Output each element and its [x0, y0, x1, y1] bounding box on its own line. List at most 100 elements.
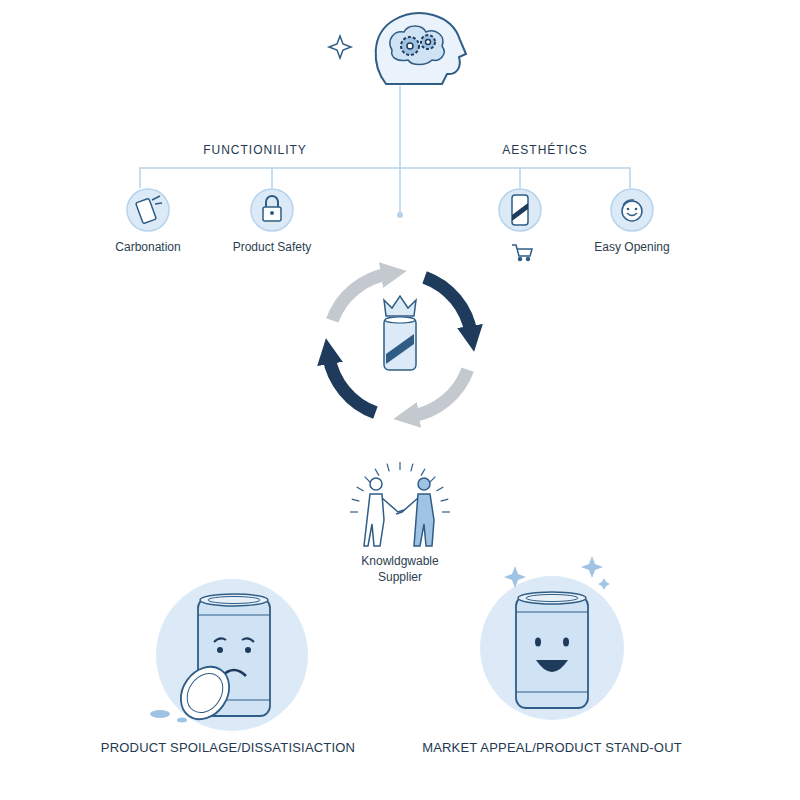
glow-ray — [436, 487, 443, 491]
standout-can — [535, 638, 541, 647]
crowned-can — [385, 317, 415, 323]
tree-lines — [519, 168, 521, 188]
handshake-figures — [364, 478, 434, 546]
glow-rays — [350, 462, 450, 512]
glow-ray — [411, 464, 413, 472]
spoiled-can — [150, 579, 308, 731]
handshake-figures — [382, 498, 404, 512]
icon-space — [233, 189, 312, 239]
lock-icon — [263, 207, 281, 221]
glow-ray — [365, 477, 371, 483]
spoiled-can — [242, 638, 254, 642]
head-icon — [390, 26, 444, 65]
spoiled-can — [171, 657, 239, 728]
standout-can — [480, 576, 624, 720]
crowned-can — [384, 296, 416, 370]
head-icon — [376, 13, 466, 84]
head-icon — [407, 43, 413, 49]
crowned-can — [384, 318, 416, 370]
cart-icon — [527, 258, 530, 261]
cycle-arrows — [329, 356, 376, 412]
glow-ray — [430, 477, 436, 483]
glow-ray — [350, 511, 358, 512]
head-icon — [421, 35, 435, 49]
glow-ray — [421, 469, 425, 476]
lock-icon — [251, 189, 293, 231]
carbonation-icon — [136, 198, 157, 223]
smiley-icon — [623, 200, 634, 205]
standout-can — [598, 578, 610, 590]
node-label: Carbonation — [115, 239, 180, 255]
can-icon — [512, 195, 528, 225]
cycle-arrows — [411, 370, 467, 417]
spoiled-can — [150, 710, 170, 718]
smiley-icon — [635, 208, 638, 211]
cart-icon — [519, 258, 522, 261]
tree-lines — [140, 168, 630, 188]
cycle-arrows — [332, 274, 388, 321]
tree-lines — [399, 168, 401, 213]
standout-can — [581, 556, 603, 578]
spoiled-can — [208, 597, 260, 604]
carbonation-icon — [127, 189, 169, 231]
spoiled-can — [177, 718, 187, 723]
standout-can — [563, 638, 569, 647]
handshake-figures — [396, 498, 418, 514]
handshake-figures — [418, 478, 430, 490]
spoiled-can — [245, 647, 251, 653]
handshake-figures — [364, 494, 384, 546]
standout-can — [526, 595, 578, 602]
icon-space — [101, 585, 355, 740]
smiley-icon — [622, 201, 642, 221]
head-icon — [426, 40, 431, 45]
tree-lines — [399, 86, 401, 168]
icon-space — [422, 585, 682, 740]
glow-ray — [442, 511, 450, 512]
can-icon — [499, 189, 541, 231]
lock-icon — [251, 189, 293, 231]
smiley-icon — [627, 213, 637, 216]
carbonation-icon — [127, 189, 169, 231]
glow-ray — [387, 464, 389, 472]
tree-lines — [271, 168, 273, 188]
spoiled-can — [180, 667, 230, 720]
crowned-can — [386, 334, 414, 364]
cart-icon — [512, 245, 532, 256]
standout-can — [516, 612, 588, 692]
handshake-figures — [414, 494, 434, 546]
standout-can — [504, 566, 526, 588]
node-label: PRODUCT SPOILAGE/DISSATISIACTION — [101, 740, 355, 756]
node-label: MARKET APPEAL/PRODUCT STAND-OUT — [422, 740, 682, 756]
icon-space — [115, 189, 180, 239]
smiley-icon — [611, 189, 653, 231]
spoiled-can — [156, 579, 308, 731]
factor-icon: Carbonation — [115, 189, 180, 255]
crowned-can — [384, 296, 416, 316]
smiley-icon — [627, 208, 630, 211]
spoiled-can — [200, 594, 268, 606]
node-label: Easy Opening — [594, 239, 669, 255]
can-icon — [499, 189, 541, 231]
outcome-circle: MARKET APPEAL/PRODUCT STAND-OUT — [422, 585, 682, 756]
cart-icon — [512, 245, 532, 261]
sparkle — [329, 36, 351, 58]
factor-icon: Easy Opening — [594, 189, 669, 255]
cycle-arrows — [425, 277, 472, 333]
standout-can — [518, 592, 586, 604]
icon-space — [594, 189, 669, 239]
node-label: Product Safety — [233, 239, 312, 255]
lock-icon — [266, 196, 278, 208]
standout-can — [516, 596, 588, 708]
standout-can — [536, 660, 568, 672]
handshake-figures — [370, 478, 382, 490]
lock-icon — [270, 211, 274, 215]
head-icon — [376, 13, 466, 84]
tree-lines — [140, 86, 630, 213]
glow-ray — [399, 462, 400, 470]
smiley-icon — [611, 189, 653, 231]
spoiled-can — [214, 638, 226, 642]
glow-ray — [357, 487, 364, 491]
dot — [397, 212, 403, 218]
